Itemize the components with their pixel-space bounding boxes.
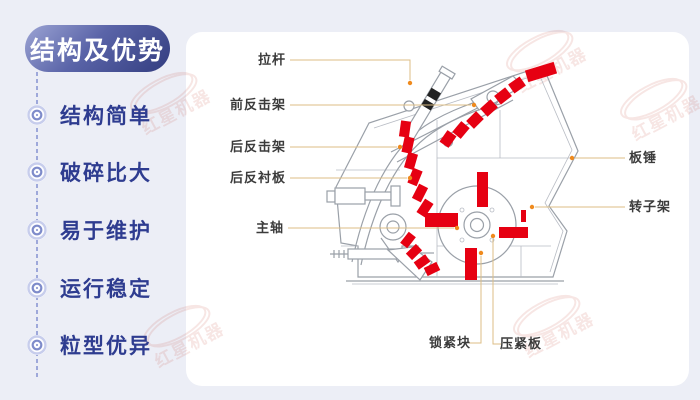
leader-dot (569, 155, 575, 161)
label-rear-liner-plate: 后反衬板 (230, 170, 286, 185)
leader-line (290, 59, 411, 80)
sidebar-item-label: 粒型优异 (60, 335, 152, 358)
leader-line (469, 256, 482, 344)
sidebar-timeline (27, 72, 47, 377)
label-pressing-plate: 压紧板 (500, 336, 542, 351)
leader-line (492, 239, 501, 345)
sidebar-title: 结构及优势 (25, 25, 170, 72)
upper-actuator (326, 185, 401, 207)
label-rear-impact-rack: 后反击架 (230, 139, 286, 154)
crusher-housing (335, 65, 579, 278)
leader-dot (407, 80, 413, 86)
sidebar-item: 粒型优异 (60, 330, 152, 360)
leader-dot (478, 250, 484, 256)
sidebar-item-label: 易于维护 (60, 220, 152, 243)
leader-dot (397, 144, 403, 150)
label-rotor-frame: 转子架 (629, 199, 671, 214)
rotor (437, 185, 517, 265)
rear-impact-plates (398, 120, 434, 218)
leader-dot (490, 233, 496, 239)
sidebar-item: 破碎比大 (60, 157, 152, 187)
label-plate-hammer: 板锤 (629, 150, 657, 165)
sidebar-item: 运行稳定 (60, 273, 152, 303)
sidebar-item-label: 结构简单 (60, 105, 152, 128)
label-main-shaft: 主轴 (256, 220, 284, 235)
leader-dot (529, 204, 535, 210)
double-circle-icon (27, 162, 47, 182)
rear-liner-plates (400, 231, 441, 277)
sidebar-item-label: 运行稳定 (60, 278, 152, 301)
label-locking-block: 锁紧块 (429, 335, 471, 350)
plate-hammers (425, 172, 528, 280)
double-circle-icon (27, 278, 47, 298)
tie-rod (402, 65, 456, 141)
leader-dot (454, 225, 460, 231)
sidebar-item-label: 破碎比大 (60, 162, 152, 185)
double-circle-icon (27, 335, 47, 355)
leader-dot (407, 175, 413, 181)
double-circle-icon (27, 105, 47, 125)
machine-drawing (326, 61, 579, 285)
part-labels: 拉杆 前反击架 后反击架 后反衬板 主轴 板锤 转子架 锁紧块 压紧板 (230, 52, 671, 351)
sidebar-title-label: 结构及优势 (29, 36, 165, 65)
label-tie-rod: 拉杆 (258, 52, 286, 67)
label-front-impact-rack: 前反击架 (230, 97, 286, 112)
brand-watermark: 红星机器 (620, 77, 700, 145)
sidebar-item: 易于维护 (60, 215, 152, 245)
lower-bracket (386, 246, 433, 281)
front-impact-plates (439, 61, 558, 148)
double-circle-icon (27, 220, 47, 240)
sidebar-item: 结构简单 (60, 100, 152, 130)
leader-dot (471, 102, 477, 108)
